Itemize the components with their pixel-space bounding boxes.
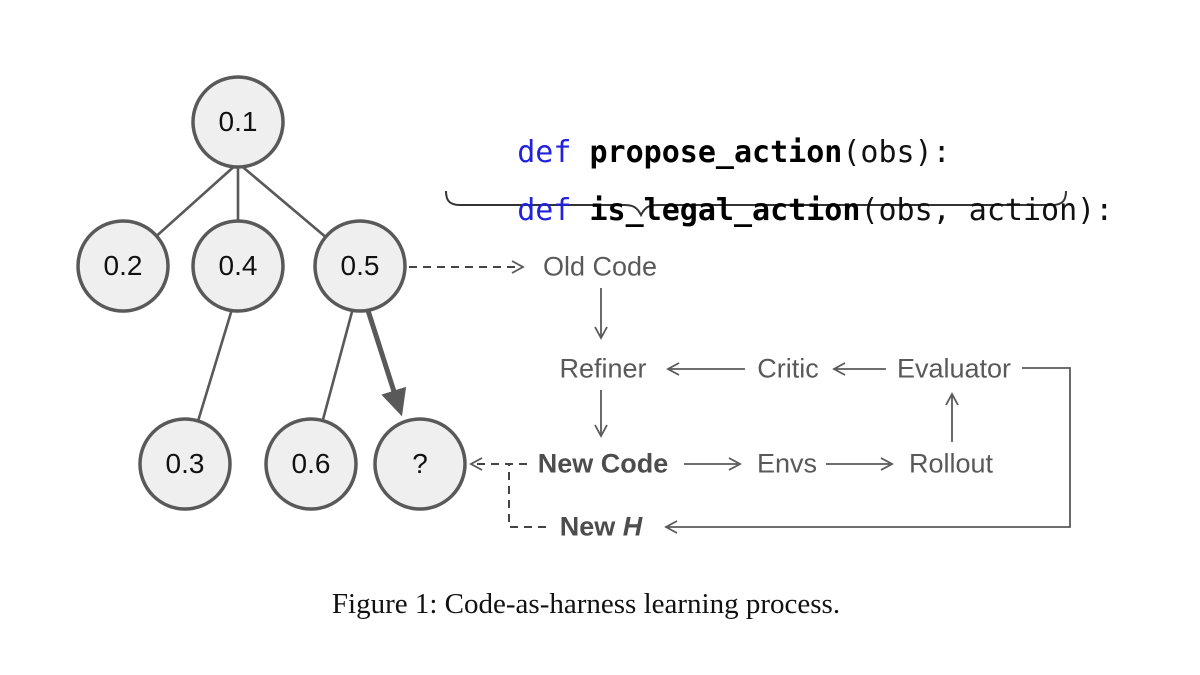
flow-label-envs: Envs: [756, 448, 818, 479]
tree-node-value: 0.2: [103, 250, 143, 281]
tree-node-circle-03: [138, 417, 232, 511]
tree-node-value: 0.6: [291, 448, 331, 479]
dashed-connectors: [409, 260, 546, 528]
tree-node-circle-01: [191, 75, 285, 169]
flow-label-new-code: New Code: [537, 448, 669, 479]
code-function-name: propose_action: [589, 134, 843, 170]
new-h-prefix: New: [559, 511, 623, 542]
selection-arrow: [361, 297, 407, 417]
tree-node-circle-06: [264, 417, 358, 511]
underbrace: [445, 190, 1067, 218]
code-line-is-legal-action: def is_legal_action(obs, action):: [445, 159, 1113, 263]
flow-label-old-code: Old Code: [542, 251, 658, 282]
code-args: (obs, action):: [860, 192, 1114, 228]
code-keyword: def: [517, 192, 590, 228]
new-h-symbol: H: [622, 511, 643, 542]
flow-label-evaluator: Evaluator: [896, 353, 1012, 384]
code-function-name: is_legal_action: [589, 192, 861, 228]
code-line-propose-action: def propose_action(obs):: [445, 101, 951, 205]
arrow-evaluator-to-new-h: [664, 367, 1071, 534]
tree-node-value: 0.1: [218, 106, 258, 137]
code-keyword: def: [517, 134, 590, 170]
tree-node-value: 0.5: [340, 250, 380, 281]
tree-node-value: 0.4: [218, 250, 258, 281]
tree-node-circle-04: [191, 219, 285, 313]
code-args: (obs):: [842, 134, 951, 170]
flow-arrows: [594, 288, 1071, 534]
figure-caption: Figure 1: Code-as-harness learning proce…: [331, 588, 841, 620]
tree-edges: [122, 162, 361, 465]
tree-node-value-unknown: ?: [412, 448, 428, 479]
flow-label-rollout: Rollout: [908, 448, 994, 479]
tree-node-circle-05: [313, 219, 407, 313]
tree-node-value: 0.3: [165, 448, 205, 479]
flow-label-refiner: Refiner: [559, 353, 647, 384]
tree-nodes: [76, 75, 467, 511]
tree-node-circle-02: [76, 219, 170, 313]
flow-label-new-h: New H: [559, 511, 643, 542]
flow-label-critic: Critic: [757, 353, 819, 384]
tree-node-circle-unknown: [373, 417, 467, 511]
